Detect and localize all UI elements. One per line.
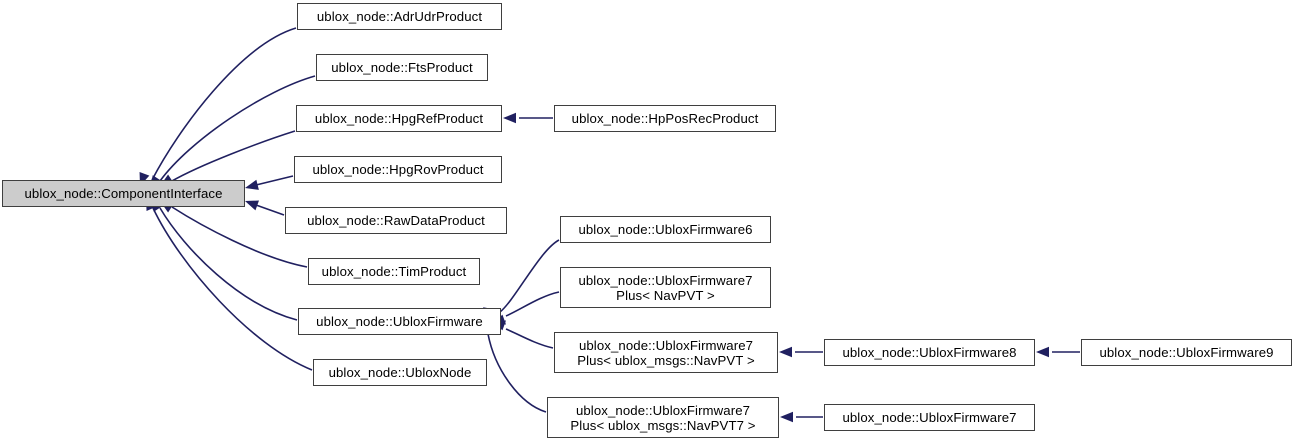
class-node-label: ublox_node::UbloxFirmware [316, 314, 483, 329]
class-node-raw_data_product[interactable]: ublox_node::RawDataProduct [285, 207, 507, 234]
class-node-ublox_firmware7[interactable]: ublox_node::UbloxFirmware7 [824, 404, 1035, 431]
class-node-label: ublox_node::HpgRefProduct [314, 111, 484, 126]
edge-ubloxfirmware7-to-ubloxfirmware7plusubloxmsgsnavpvt7-arrowhead [780, 411, 793, 423]
edge-hpgrovproduct-to-componentinterface [255, 175, 294, 186]
class-node-label: ublox_node::UbloxFirmware7 Plus< NavPVT … [578, 272, 753, 303]
edge-ubloxfirmware9-to-ubloxfirmware8-arrowhead [1036, 346, 1049, 358]
class-node-ublox_firmware6[interactable]: ublox_node::UbloxFirmware6 [560, 216, 771, 243]
edge-hpgrovproduct-to-componentinterface-arrowhead [245, 179, 259, 190]
class-node-hp_pos_rec_product[interactable]: ublox_node::HpPosRecProduct [554, 105, 776, 132]
class-node-ublox_firmware7_plus_ublox_msgs_navpvt[interactable]: ublox_node::UbloxFirmware7 Plus< ublox_m… [554, 332, 778, 373]
edge-adrudrproduct-to-componentinterface [151, 27, 297, 181]
class-node-label: ublox_node::HpPosRecProduct [571, 111, 759, 126]
edge-ubloxfirmware7plusnavpvt-to-ubloxfirmware [505, 291, 560, 317]
edge-hpgrefproduct-to-componentinterface [171, 130, 296, 182]
class-node-component_interface[interactable]: ublox_node::ComponentInterface [2, 180, 245, 207]
class-node-label: ublox_node::TimProduct [321, 264, 467, 279]
class-node-label: ublox_node::AdrUdrProduct [316, 9, 483, 24]
class-node-hpg_ref_product[interactable]: ublox_node::HpgRefProduct [296, 105, 502, 132]
class-node-label: ublox_node::UbloxFirmware7 Plus< ublox_m… [577, 337, 755, 368]
edge-rawdataproduct-to-componentinterface-arrowhead [245, 200, 259, 211]
class-node-label: ublox_node::UbloxFirmware7 Plus< ublox_m… [570, 402, 756, 433]
class-node-label: ublox_node::FtsProduct [331, 60, 473, 75]
class-node-ublox_firmware7_plus_navpvt[interactable]: ublox_node::UbloxFirmware7 Plus< NavPVT … [560, 267, 771, 308]
class-node-ublox_firmware7_plus_ublox_msgs_navpvt7[interactable]: ublox_node::UbloxFirmware7 Plus< ublox_m… [547, 397, 779, 438]
edge-hpposrecproduct-to-hpgrefproduct-arrowhead [503, 112, 516, 124]
class-node-label: ublox_node::HpgRovProduct [312, 162, 484, 177]
class-node-adr_udr_product[interactable]: ublox_node::AdrUdrProduct [297, 3, 502, 30]
class-node-label: ublox_node::UbloxFirmware8 [842, 345, 1017, 360]
edge-rawdataproduct-to-componentinterface [255, 204, 285, 216]
class-node-ublox_node[interactable]: ublox_node::UbloxNode [313, 359, 487, 386]
class-node-fts_product[interactable]: ublox_node::FtsProduct [316, 54, 488, 81]
class-node-label: ublox_node::ComponentInterface [24, 186, 223, 201]
class-node-ublox_firmware9[interactable]: ublox_node::UbloxFirmware9 [1081, 339, 1292, 366]
edge-ubloxfirmware6-to-ubloxfirmware [499, 239, 560, 313]
class-node-label: ublox_node::RawDataProduct [307, 213, 485, 228]
class-node-tim_product[interactable]: ublox_node::TimProduct [308, 258, 480, 285]
edge-ubloxfirmware-to-componentinterface [159, 207, 298, 321]
class-node-label: ublox_node::UbloxFirmware7 [842, 410, 1017, 425]
class-node-ublox_firmware8[interactable]: ublox_node::UbloxFirmware8 [824, 339, 1035, 366]
edge-ubloxfirmware7plusubloxmsgsnavpvt-to-ubloxfirmware [505, 328, 554, 349]
class-node-label: ublox_node::UbloxFirmware9 [1099, 345, 1274, 360]
class-node-ublox_firmware[interactable]: ublox_node::UbloxFirmware [298, 308, 501, 335]
class-node-hpg_rov_product[interactable]: ublox_node::HpgRovProduct [294, 156, 502, 183]
edge-ubloxfirmware7plusubloxmsgsnavpvt7-to-ubloxfirmware [487, 333, 547, 413]
class-node-label: ublox_node::UbloxNode [328, 365, 472, 380]
edge-ubloxfirmware8-to-ubloxfirmware7plusubloxmsgsnavpvt-arrowhead [779, 346, 792, 358]
edge-ftsproduct-to-componentinterface [159, 75, 316, 182]
class-node-label: ublox_node::UbloxFirmware6 [578, 222, 753, 237]
